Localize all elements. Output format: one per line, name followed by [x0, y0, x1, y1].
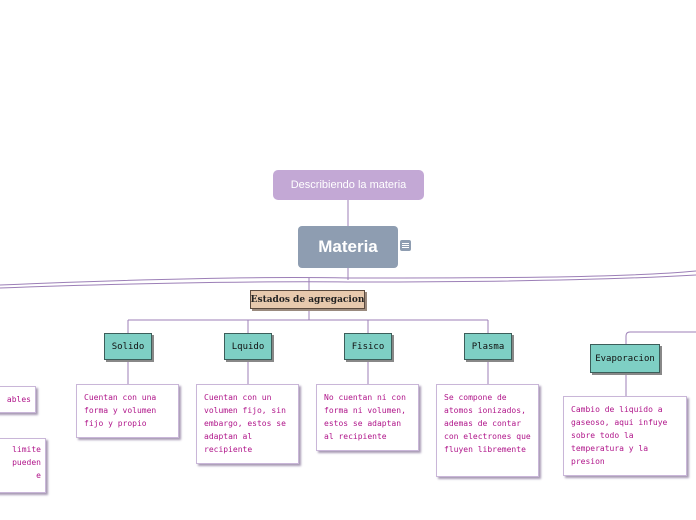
description-lquido[interactable]: Cuentan con un volumen fijo, sin embargo…: [196, 384, 299, 464]
branch-estados-de-agregacion[interactable]: Estados de agregacion: [250, 290, 365, 309]
partial-left-line: pueden: [12, 458, 41, 467]
state-lquido[interactable]: Lquido: [224, 333, 272, 360]
description-fisico[interactable]: No cuentan ni con forma ni volumen, esto…: [316, 384, 419, 451]
top-topic[interactable]: Describiendo la materia: [273, 170, 424, 200]
note-icon[interactable]: [400, 240, 411, 251]
description-solido[interactable]: Cuentan con una forma y volumen fijo y p…: [76, 384, 179, 438]
partial-left-bottom-note[interactable]: limite pueden e: [0, 438, 46, 493]
state-fisico[interactable]: Fisico: [344, 333, 392, 360]
partial-left-top-note[interactable]: ables: [0, 386, 36, 413]
description-evaporacion[interactable]: Cambio de liquido a gaseoso, aqui infuye…: [563, 396, 687, 476]
partial-left-line: limite: [12, 445, 41, 454]
state-plasma[interactable]: Plasma: [464, 333, 512, 360]
partial-left-line: e: [36, 471, 41, 480]
description-plasma[interactable]: Se compone de atomos ionizados, ademas d…: [436, 384, 539, 477]
central-topic[interactable]: Materia: [298, 226, 398, 268]
state-solido[interactable]: Solido: [104, 333, 152, 360]
process-evaporacion[interactable]: Evaporacion: [590, 344, 660, 373]
